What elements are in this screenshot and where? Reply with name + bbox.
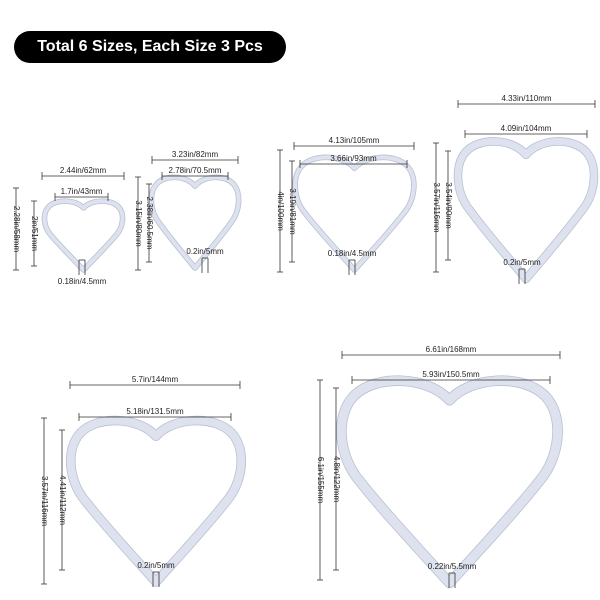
- heart-2-thickness-label: 0.2in/5mm: [186, 247, 224, 256]
- heart-ring-body: [42, 199, 125, 272]
- heart-3-thickness-label: 0.18in/4.5mm: [328, 249, 377, 258]
- heart-2-outer-height-label: 3.15in/80mm: [134, 200, 143, 247]
- heart-4-inner-width-label: 4.09in/104mm: [501, 124, 552, 133]
- heart-ring-body: [149, 175, 241, 270]
- heart-6-outer-height-label: 6.1in/155mm: [316, 457, 325, 504]
- heart-1-thickness-label: 0.18in/4.5mm: [58, 277, 107, 286]
- heart-1-inner-width-label: 1.7in/43mm: [61, 187, 103, 196]
- heart-ring-6: [336, 375, 563, 589]
- heart-ring-body: [66, 416, 246, 586]
- heart-5-inner-height-label: 4.41in/112mm: [58, 475, 67, 525]
- heart-2-outer-width-label: 3.23in/82mm: [172, 150, 219, 159]
- heart-5-inner-width-label: 5.18in/131.5mm: [126, 407, 184, 416]
- heart-3-inner-height-label: 3.19in/81mm: [288, 188, 297, 235]
- heart-5-outer-height-label: 3.57in/116mm: [40, 476, 49, 526]
- heart-1-inner-height-label: 2in/51mm: [30, 216, 39, 251]
- heart-6-inner-height-label: 4.8in/122mm: [332, 456, 341, 503]
- title-banner: Total 6 Sizes, Each Size 3 Pcs: [14, 31, 286, 63]
- heart-4-outer-width-label: 4.33in/110mm: [501, 94, 551, 103]
- heart-1-outer-width-label: 2.44in/62mm: [60, 166, 107, 175]
- heart-ring-edge: [65, 415, 247, 587]
- heart-6-outer-width-label: 6.61in/168mm: [426, 345, 477, 354]
- heart-ring-body: [454, 137, 598, 283]
- heart-2-inner-height-label: 2.38in/60.5mm: [145, 197, 154, 250]
- heart-6-thickness-label: 0.22in/5.5mm: [428, 562, 477, 571]
- heart-ring-body: [336, 376, 563, 588]
- heart-ring-4: [453, 137, 599, 284]
- heart-6-inner-width-label: 5.93in/150.5mm: [422, 370, 480, 379]
- heart-ring-edge: [336, 375, 563, 589]
- heart-5-outer-width-label: 5.7in/144mm: [132, 375, 179, 384]
- heart-4-inner-height-label: 3.54in/90mm: [444, 182, 453, 229]
- heart-ring-1: [41, 198, 126, 273]
- heart-5-thickness-label: 0.2in/5mm: [137, 561, 175, 570]
- heart-1-outer-height-label: 2.28in/58mm: [12, 206, 21, 253]
- heart-3-inner-width-label: 3.66in/93mm: [330, 154, 377, 163]
- heart-4-thickness-label: 0.2in/5mm: [503, 258, 541, 267]
- heart-ring-5: [65, 415, 247, 587]
- heart-4-outer-height-label: 3.57in/116mm: [432, 182, 441, 232]
- heart-3-outer-width-label: 4.13in/105mm: [329, 136, 380, 145]
- heart-2-inner-width-label: 2.78in/70.5mm: [169, 166, 222, 175]
- heart-ring-2: [148, 174, 242, 271]
- heart-3-outer-height-label: 4in/100mm: [276, 191, 285, 231]
